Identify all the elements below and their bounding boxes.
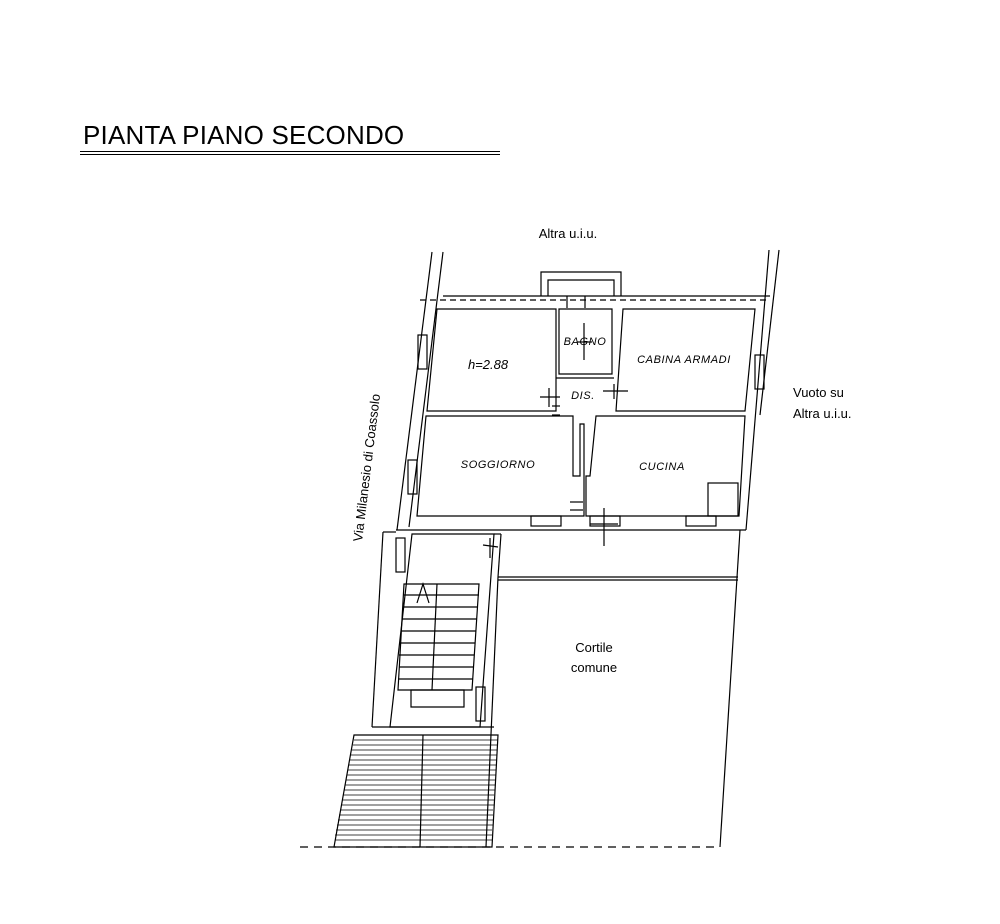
plan-title: PIANTA PIANO SECONDO (83, 120, 405, 150)
east-outer-wall (759, 249, 780, 416)
title-underline-bottom (80, 154, 500, 155)
label-courtyard-2: comune (571, 660, 617, 675)
room-label-dis: DIS. (571, 390, 595, 402)
east-inner-wall (745, 249, 770, 531)
label-street: Via Milanesio di Coassolo (350, 393, 383, 542)
kitchen-counter (707, 482, 739, 517)
room-label-bagno: BAGNO (564, 336, 607, 348)
room-soggiorno (416, 415, 585, 517)
title-underline-top (80, 151, 500, 152)
label-north: Altra u.i.u. (539, 226, 598, 241)
north-niche-inner (547, 279, 615, 296)
label-east-2: Altra u.i.u. (793, 406, 852, 421)
courtyard-west-boundary (485, 576, 499, 848)
label-east-1: Vuoto su (793, 385, 844, 400)
courtyard-east-boundary (719, 529, 741, 848)
room-label-soggiorno: SOGGIORNO (461, 459, 535, 471)
room-label-cucina: CUCINA (639, 461, 685, 473)
stair-flight (397, 583, 480, 691)
room-cabina-armadi (615, 308, 756, 412)
room-bagno (558, 308, 613, 375)
room-cucina (585, 415, 746, 517)
north-niche-outer (540, 271, 622, 296)
room-h288 (426, 308, 557, 412)
west-inner-wall (408, 251, 444, 528)
west-outer-wall (396, 251, 433, 531)
label-courtyard-1: Cortile (575, 640, 613, 655)
room-height: h=2.88 (468, 357, 509, 372)
room-label-cabina-armadi: CABINA ARMADI (637, 354, 731, 366)
